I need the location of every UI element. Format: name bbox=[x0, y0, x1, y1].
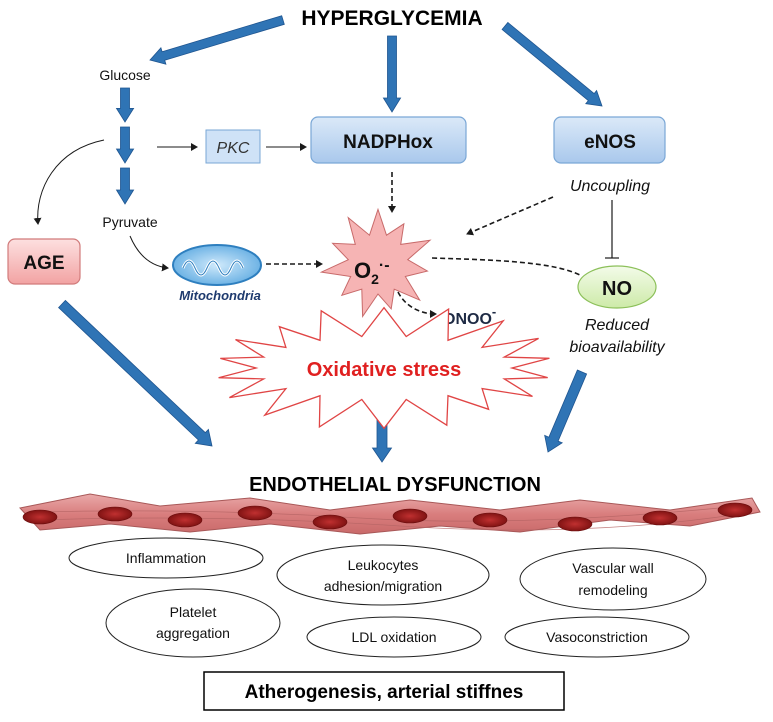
mitochondria-label: Mitochondria bbox=[179, 288, 261, 303]
reduced-label: Reduced bbox=[585, 317, 650, 334]
pkc-label: PKC bbox=[217, 140, 250, 157]
uncoupling-label: Uncoupling bbox=[570, 178, 650, 195]
pyruvate-label: Pyruvate bbox=[102, 214, 157, 230]
hyperglycemia-title: HYPERGLYCEMIA bbox=[301, 7, 482, 30]
no-label: NO bbox=[602, 278, 632, 300]
arrow-hyperglycemia-to-enos bbox=[501, 21, 603, 107]
enos-no-inhibition bbox=[605, 200, 619, 259]
link-superoxide-to-no bbox=[431, 257, 583, 277]
arrow-pyruvate-to-mitochondria bbox=[129, 235, 169, 272]
leukocytes-label-line2: adhesion/migration bbox=[324, 578, 442, 594]
endothelial-nuclei bbox=[22, 502, 753, 532]
arrow-age-to-dysfunction bbox=[58, 299, 213, 447]
arrow-no-to-dysfunction bbox=[544, 369, 588, 453]
superoxide-star bbox=[319, 207, 432, 318]
arrow-glycolysis-step-3 bbox=[115, 167, 135, 205]
arrow-glycolysis-step-1 bbox=[115, 87, 135, 123]
nadphox-box: NADPHox bbox=[310, 116, 467, 164]
enos-box: eNOS bbox=[553, 116, 666, 164]
mitochondria-icon bbox=[172, 244, 262, 286]
platelet-label-line1: Platelet bbox=[170, 604, 217, 620]
endothelial-dysfunction-title: ENDOTHELIAL DYSFUNCTION bbox=[249, 474, 541, 496]
enos-label: eNOS bbox=[584, 132, 636, 153]
leukocytes-label-line1: Leukocytes bbox=[348, 557, 419, 573]
superoxide-sup: ·- bbox=[379, 257, 390, 274]
endothelial-nucleus bbox=[392, 508, 428, 524]
peroxynitrite-sup: - bbox=[492, 304, 496, 319]
endothelial-nucleus bbox=[472, 512, 508, 528]
blue-arrows bbox=[58, 15, 603, 463]
arrow-enos-to-superoxide bbox=[466, 196, 554, 236]
ldl-label: LDL oxidation bbox=[351, 629, 436, 645]
endothelial-nucleus bbox=[557, 516, 593, 532]
arrow-hyperglycemia-to-nadphox bbox=[382, 35, 402, 113]
peroxynitrite-label: ONOO- bbox=[443, 304, 496, 328]
endothelial-nucleus bbox=[717, 502, 753, 518]
arrow-glucose-to-age bbox=[33, 139, 105, 225]
superoxide-sub: 2 bbox=[371, 271, 379, 287]
arrow-superoxide-to-peroxynitrite bbox=[397, 291, 437, 318]
age-label: AGE bbox=[23, 253, 64, 274]
bioavailability-label: bioavailability bbox=[569, 339, 665, 356]
leukocytes-ellipse: Leukocytes adhesion/migration bbox=[276, 544, 490, 606]
age-box: AGE bbox=[7, 238, 81, 285]
vasoconstriction-ellipse: Vasoconstriction bbox=[504, 616, 690, 658]
endothelial-cell-lines bbox=[39, 505, 741, 531]
platelet-label-line2: aggregation bbox=[156, 625, 230, 641]
endothelial-nucleus bbox=[167, 512, 203, 528]
vascular-label-line1: Vascular wall bbox=[572, 560, 653, 576]
oxidative-stress-label: Oxidative stress bbox=[307, 359, 462, 381]
endothelial-nucleus bbox=[237, 505, 273, 521]
effects: Inflammation Leukocytes adhesion/migrati… bbox=[68, 537, 707, 658]
vasoconstriction-label: Vasoconstriction bbox=[546, 629, 648, 645]
arrow-glycolysis-step-2 bbox=[115, 126, 135, 164]
superoxide-base: O bbox=[354, 258, 371, 283]
ldl-oxidation-ellipse: LDL oxidation bbox=[306, 616, 482, 658]
outcome-box: Atherogenesis, arterial stiffnes bbox=[203, 671, 565, 711]
vascular-label-line2: remodeling bbox=[578, 582, 647, 598]
no-bubble: NO bbox=[577, 265, 657, 309]
vascular-remodeling-ellipse: Vascular wall remodeling bbox=[519, 547, 707, 611]
endothelial-nucleus bbox=[97, 506, 133, 522]
endothelial-nucleus bbox=[312, 514, 348, 530]
dashed-arrows bbox=[266, 172, 583, 318]
endothelial-nucleus bbox=[642, 510, 678, 526]
glucose-label: Glucose bbox=[99, 67, 151, 83]
inflammation-ellipse: Inflammation bbox=[68, 537, 264, 579]
arrow-hyperglycemia-to-glucose bbox=[149, 15, 285, 65]
pkc-box: PKC bbox=[205, 129, 261, 164]
nadphox-label: NADPHox bbox=[343, 132, 433, 153]
superoxide-label: O2·- bbox=[354, 257, 390, 287]
outcome-label: Atherogenesis, arterial stiffnes bbox=[245, 682, 524, 703]
inflammation-label: Inflammation bbox=[126, 550, 206, 566]
endothelium-layer bbox=[19, 493, 761, 535]
endothelial-nucleus bbox=[22, 509, 58, 525]
peroxynitrite-base: ONOO bbox=[443, 311, 492, 328]
thin-arrows bbox=[33, 139, 307, 272]
oxidative-stress-burst bbox=[218, 306, 550, 430]
platelet-ellipse: Platelet aggregation bbox=[105, 588, 281, 658]
